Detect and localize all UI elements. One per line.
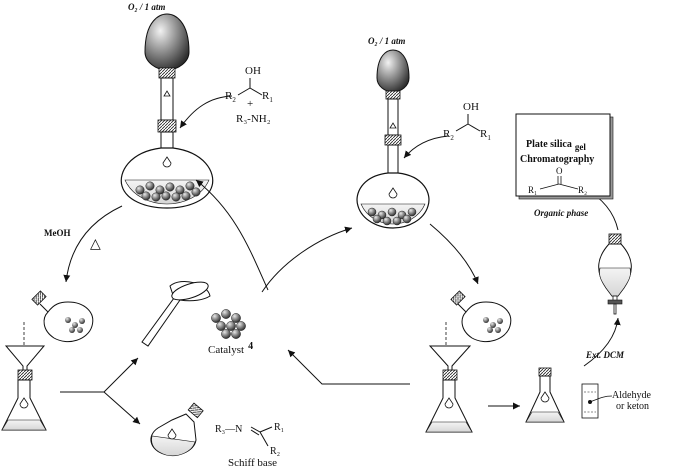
left-filtration-setup (1, 345, 47, 431)
catalyst-funnel (141, 281, 211, 347)
extraction-arrow (583, 317, 621, 367)
schiff-base-flask (150, 402, 204, 457)
catalyst-bead (161, 191, 171, 201)
left-oh-label: OH (245, 65, 261, 77)
catalyst-bead (155, 185, 165, 195)
stir-bar-icon (388, 187, 398, 199)
catalyst-bead (211, 313, 221, 323)
separatory-funnel (598, 233, 632, 315)
tlc-r2-label: R₂ (578, 185, 587, 195)
right-small-flask (450, 290, 512, 342)
catalyst-bead (392, 216, 402, 226)
catalyst-reuse-arrow (261, 226, 353, 293)
oxygen-balloon-icon (144, 13, 190, 71)
product-label-line1: Aldehyde (612, 390, 651, 401)
right-oh-label: OH (463, 101, 479, 113)
catalyst-bead (175, 185, 185, 195)
catalyst-bead (171, 192, 181, 202)
schiff-n-group: R₃—N (215, 424, 242, 435)
catalyst-bead (181, 191, 191, 201)
tlc-r1-label: R₁ (528, 185, 537, 195)
catalyst-bead (231, 313, 241, 323)
right-reaction-flask (356, 49, 430, 229)
right-r2-label: R2 (443, 128, 454, 142)
heat-icon: △ (90, 237, 101, 252)
left-plus-sign: + (247, 98, 253, 110)
right-cycle-arrow-down (429, 223, 479, 285)
catalyst-bead (231, 329, 241, 339)
right-oxygen-label: O₂ / 1 atm (368, 36, 405, 46)
left-r1-label: R1 (262, 90, 273, 104)
filtrate-flask (525, 367, 565, 423)
catalyst-bead (382, 216, 392, 226)
extraction-label: Ext. DCM (585, 350, 625, 360)
right-filtration-setup (425, 345, 473, 433)
stir-bar-icon (162, 156, 172, 168)
product-label-line2: or keton (616, 401, 649, 412)
schiff-r1-label: R₁ (274, 422, 284, 433)
left-cycle-arrow-down (63, 205, 123, 283)
solvent-label: MeOH (44, 228, 71, 238)
to-catalyst-arrow (103, 357, 139, 393)
catalyst-return-arrow (195, 179, 269, 291)
recovered-catalyst-beads (211, 309, 246, 339)
left-small-flask (31, 290, 94, 342)
catalyst-bead (191, 187, 201, 197)
catalyst-bead (372, 214, 382, 224)
schiff-base-label: Schiff base (228, 457, 277, 468)
catalyst-bead (141, 191, 151, 201)
product-spot-pointer (589, 395, 613, 403)
organic-phase-label: Organic phase (534, 208, 588, 218)
catalyst-bead (185, 181, 195, 191)
catalyst-bead (216, 321, 226, 331)
catalyst-bead (221, 329, 231, 339)
left-reagent-arrow (179, 95, 233, 129)
right-substrate-structure: OH R2 R1 (443, 101, 491, 142)
left-reaction-flask (120, 13, 214, 209)
catalyst-bead (151, 192, 161, 202)
catalyst-recovery-arrow (287, 349, 410, 385)
tlc-title-line2: Chromatography (520, 154, 594, 165)
catalyst-bead (226, 321, 236, 331)
catalyst-bead (135, 185, 145, 195)
catalyst-bead (407, 207, 417, 217)
left-oxygen-label: O₂ / 1 atm (128, 2, 165, 12)
to-schiff-base-arrow (103, 391, 141, 425)
tlc-strip (581, 383, 599, 419)
left-substrate-structure: OH R2 R1 + R₃-NH₂ (225, 65, 273, 125)
right-r1-label: R1 (480, 128, 491, 142)
catalyst-bead (165, 182, 175, 192)
catalyst-bead (387, 207, 397, 217)
catalyst-bead (367, 207, 377, 217)
left-amine-label: R₃-NH₂ (236, 113, 271, 125)
schiff-r2-label: R₂ (270, 446, 280, 457)
catalyst-beads (135, 181, 201, 202)
right-reagent-arrow (403, 135, 449, 159)
catalyst-bead (402, 214, 412, 224)
catalyst-bead (221, 309, 231, 319)
catalyst-beads (367, 207, 417, 226)
oxygen-balloon-icon (376, 49, 410, 93)
left-r2-label: R2 (225, 90, 236, 104)
catalyst-bead (145, 181, 155, 191)
tlc-carbonyl-o: O (556, 166, 563, 176)
catalyst-bead (236, 321, 246, 331)
schiff-base-structure: R₃—N R₁ R₂ Schiff base (215, 422, 284, 468)
